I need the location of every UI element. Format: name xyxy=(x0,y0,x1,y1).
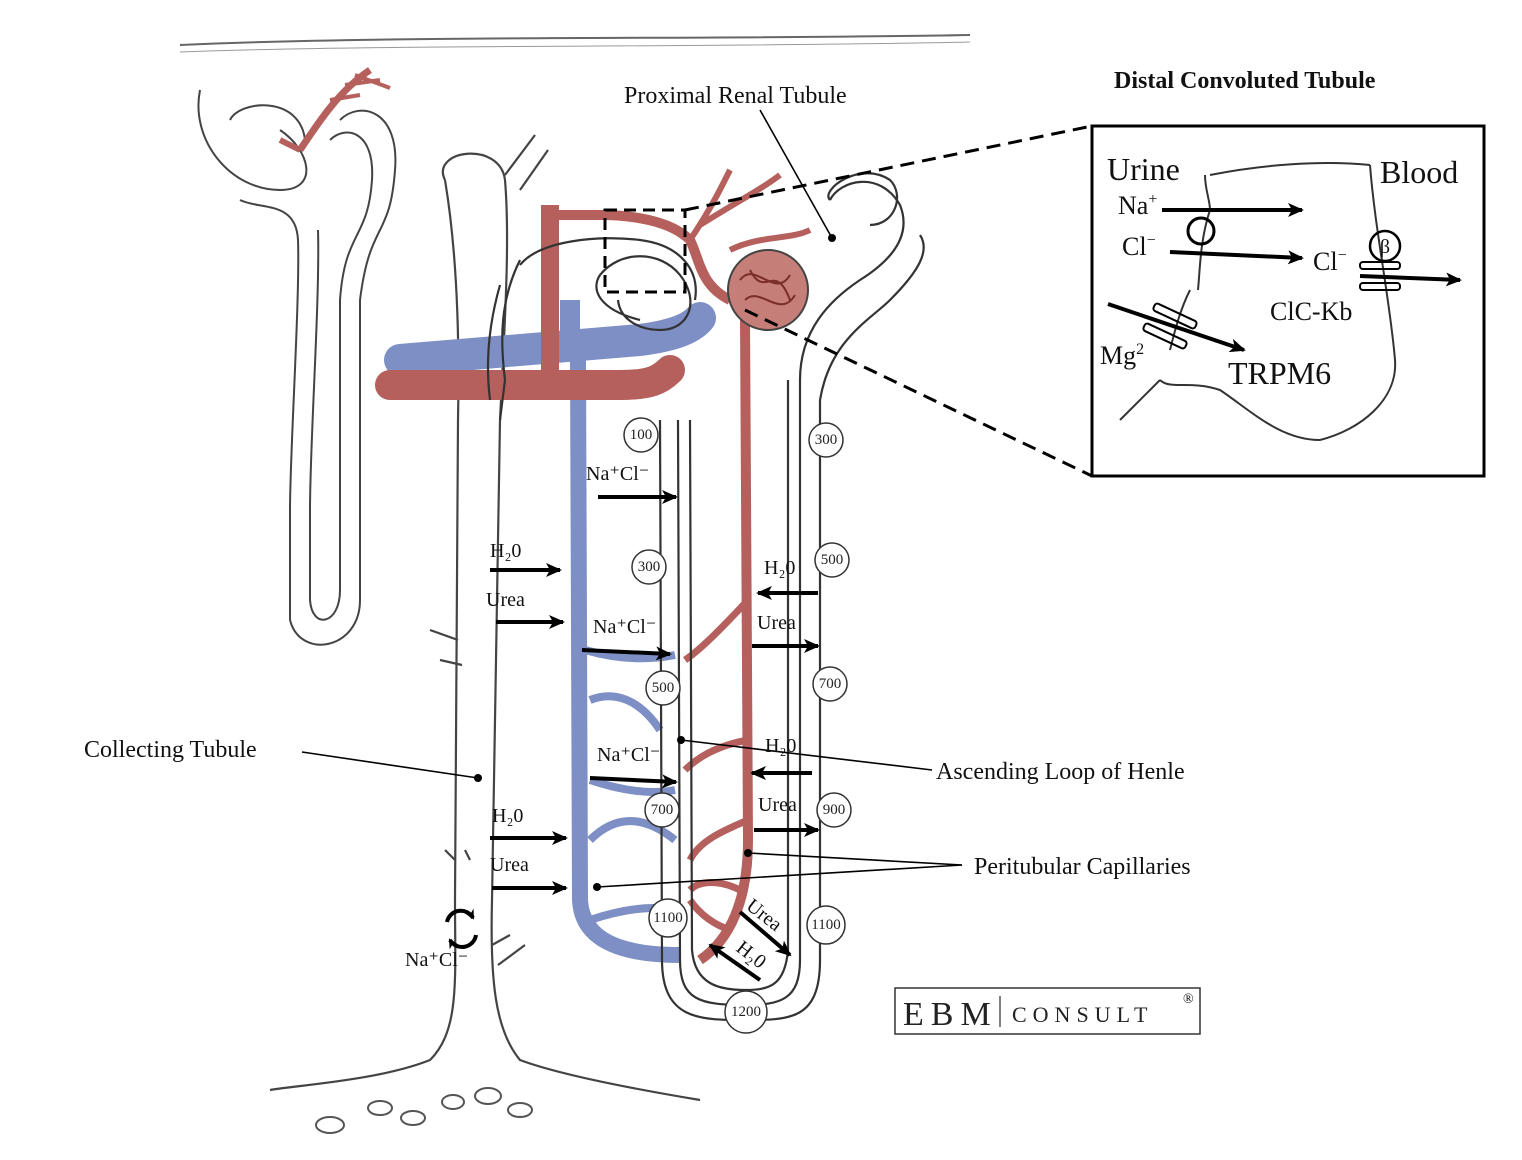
trpm6-channel-bottom xyxy=(1142,322,1188,350)
osm-asc-3: 700 xyxy=(819,676,842,692)
inset-blood-label: Blood xyxy=(1380,154,1458,190)
leader-lines xyxy=(301,109,963,888)
osm-bottom: 1200 xyxy=(731,1004,761,1020)
osm-asc-1: 300 xyxy=(815,432,838,448)
collecting-tubule-label: Collecting Tubule xyxy=(84,737,257,763)
inset-clc-label: ClC-Kb xyxy=(1270,297,1352,326)
inset-trpm6-label: TRPM6 xyxy=(1228,355,1331,391)
collecting-duct xyxy=(269,134,701,1102)
cl-blood-arrow xyxy=(1359,272,1462,287)
clc-kb-channel-bottom xyxy=(1359,282,1401,291)
background-nephron xyxy=(197,89,397,646)
osmolality-values: 100 300 500 700 1100 300 500 700 900 110… xyxy=(630,427,846,1020)
h2o-arrow-bottom xyxy=(708,943,762,982)
urea-arrow-bottom xyxy=(738,910,792,957)
osm-asc-5: 1100 xyxy=(811,917,840,933)
mg-arrow xyxy=(1107,302,1246,353)
osm-asc-4: 900 xyxy=(823,802,846,818)
urea-label-ascending-1: Urea xyxy=(757,612,796,634)
capsule-line-2 xyxy=(179,41,971,53)
inset-title: Distal Convoluted Tubule xyxy=(1114,68,1376,94)
glomerulus xyxy=(727,249,809,331)
osmolality-markers xyxy=(623,417,852,1034)
inset-cl-label: Cl− xyxy=(1122,232,1156,261)
peritubular-capillaries-label: Peritubular Capillaries xyxy=(974,854,1191,880)
ascending-loop-label: Ascending Loop of Henle xyxy=(936,759,1185,785)
osm-desc-4: 700 xyxy=(651,802,674,818)
osm-asc-2: 500 xyxy=(821,552,844,568)
zoom-source-box xyxy=(603,208,687,294)
inset-cl-blood-label: Cl− xyxy=(1313,247,1347,276)
h2o-label-collecting-2: H₂0 xyxy=(492,805,523,827)
background-arteriole xyxy=(278,67,391,153)
recycle-icon xyxy=(445,908,478,950)
urea-label-collecting-2: Urea xyxy=(490,854,529,876)
peritubular-vein xyxy=(384,300,716,963)
nacl-label-recycle: Na⁺Cl⁻ xyxy=(405,949,468,971)
inset-urine-label: Urine xyxy=(1107,151,1180,187)
proximal-tubule-label: Proximal Renal Tubule xyxy=(624,83,847,109)
brand-reg: ® xyxy=(1183,992,1194,1007)
h2o-label-descending-1: H₂0 xyxy=(764,557,795,579)
cl-arrow xyxy=(1169,250,1304,265)
brand-suffix: CONSULT xyxy=(1012,1002,1153,1027)
renal-pelvis-stones xyxy=(315,1087,533,1134)
nacl-arrow-3 xyxy=(589,774,678,789)
inset-box xyxy=(1090,124,1486,478)
h2o-label-collecting-1: H₂0 xyxy=(490,540,521,562)
zoom-connector-top xyxy=(684,124,1093,212)
clc-kb-channel-top xyxy=(1359,261,1401,270)
capsule-line xyxy=(179,34,971,46)
nacl-label-1: Na⁺Cl⁻ xyxy=(586,463,649,485)
inset-membrane xyxy=(1119,162,1397,441)
inset-na-label: Na+ xyxy=(1118,191,1157,220)
leader-dots xyxy=(474,234,836,891)
h2o-label-descending-2: H₂0 xyxy=(765,735,796,757)
zoom-connector-bottom xyxy=(744,308,1093,478)
nacl-arrow-2 xyxy=(581,646,672,661)
urea-label-collecting-1: Urea xyxy=(486,589,525,611)
inset-mg-label: Mg2 xyxy=(1100,341,1144,370)
h2o-label-bottom: H₂0 xyxy=(732,937,770,974)
brand-name: EBM xyxy=(903,996,998,1033)
nacl-label-3: Na⁺Cl⁻ xyxy=(597,744,660,766)
transport-arrows xyxy=(490,490,820,982)
urea-label-ascending-2: Urea xyxy=(758,794,797,816)
inset-beta-label: β xyxy=(1380,236,1390,258)
sodium-chloride-cotransporter xyxy=(1186,216,1216,246)
osm-desc-1: 100 xyxy=(630,427,653,443)
osm-desc-2: 300 xyxy=(638,559,661,575)
transport-labels: Na⁺Cl⁻ H₂0 Urea Na⁺Cl⁻ H₂0 Urea Na⁺Cl⁻ H… xyxy=(405,463,797,973)
urea-label-bottom: Urea xyxy=(742,895,786,936)
trpm6-channel-top xyxy=(1152,302,1198,330)
osm-desc-3: 500 xyxy=(652,680,675,696)
brand-logo: EBM CONSULT ® xyxy=(894,987,1201,1035)
osm-desc-5: 1100 xyxy=(653,910,682,926)
nacl-label-2: Na⁺Cl⁻ xyxy=(593,616,656,638)
